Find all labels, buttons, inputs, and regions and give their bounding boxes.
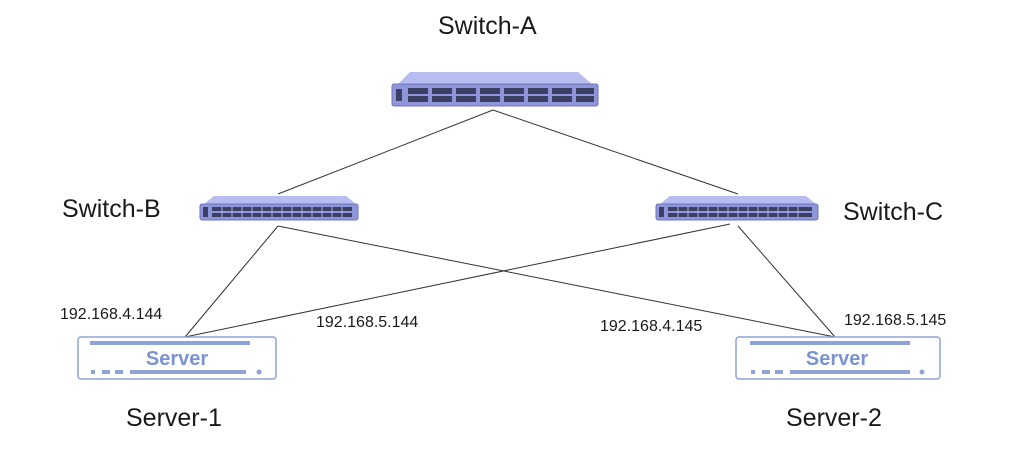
server-1-ip-right: 192.168.5.144: [316, 314, 419, 331]
link-switch-b-to-server-2: [277, 225, 836, 338]
link-switch-c-to-server-2: [737, 225, 836, 338]
server-1-badge: Server: [146, 348, 208, 370]
server-1-device: Server: [77, 336, 277, 380]
server-2-ip-left: 192.168.4.145: [600, 318, 703, 335]
server-1-label: Server-1: [126, 404, 222, 432]
switch-b-label: Switch-B: [62, 195, 161, 223]
server-2-ip-right: 192.168.5.145: [844, 312, 947, 329]
switch-b-device: [199, 196, 359, 221]
server-2-device: Server: [735, 336, 941, 380]
switch-a-device: [391, 72, 599, 107]
server-1-ip-left: 192.168.4.144: [60, 306, 163, 323]
link-switch-c-to-server-1: [184, 223, 731, 338]
switch-c-device: [655, 196, 819, 221]
switch-a-label: Switch-A: [438, 12, 537, 40]
server-2-label: Server-2: [786, 404, 882, 432]
link-switch-a-to-switch-b: [277, 109, 494, 195]
switch-c-label: Switch-C: [843, 198, 944, 226]
connections: [184, 109, 836, 338]
server-2-badge: Server: [806, 348, 868, 370]
link-switch-a-to-switch-c: [492, 109, 739, 195]
link-switch-b-to-server-1: [184, 225, 279, 338]
